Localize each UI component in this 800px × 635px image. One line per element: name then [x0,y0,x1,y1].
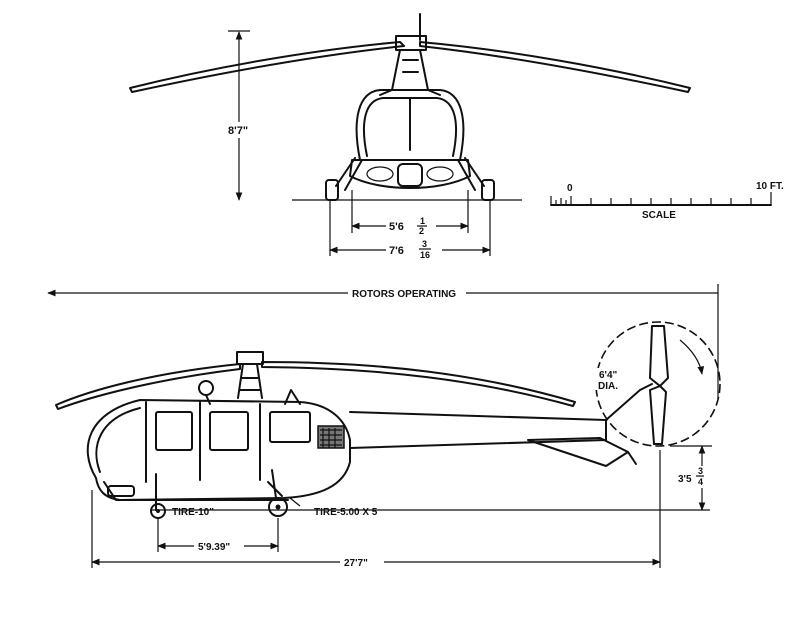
scale-end-label: 10 FT. [756,181,784,192]
front-rotor-hub [395,35,427,51]
scale-caption: SCALE [642,210,676,221]
scale-bar: 0 10 FT. SCALE [550,181,784,221]
rotors-operating-label: ROTORS OPERATING [352,289,456,300]
side-rotor-blade-aft [261,361,576,407]
tail-boom [349,411,607,449]
scale-start-label: 0 [567,183,573,194]
nose-tire-label: TIRE-10" [172,507,214,518]
height-label: 8'7" [228,125,248,137]
side-rotor-blade-fore [55,363,241,410]
front-view: 8'7" 5'6 1 2 7'6 3 16 [129,13,691,260]
main-wheel [268,497,288,517]
wheelbase-label: 5'9.39" [198,542,230,553]
engine-grille [317,425,345,449]
tail-height-label: 3'5 [678,474,692,485]
tail-height-fraction-num: 3 [698,466,703,476]
tail-height-fraction-den: 4 [698,477,703,487]
front-landing-gear [335,157,485,191]
main-tire-label: TIRE-5.00 X 5 [314,507,378,518]
outer-track-label: 7'6 [389,245,404,257]
outer-track-fraction-den: 16 [420,250,430,260]
inner-track-label: 5'6 [389,221,404,233]
main-gear-strut [267,469,283,499]
front-rotor-blade-right [419,41,691,93]
side-view: ROTORS OPERATING [47,284,721,569]
side-cabin-window-1 [155,411,193,451]
tail-rotor-blades [649,325,669,387]
inner-track-fraction-den: 2 [419,226,424,236]
front-cabin [355,89,465,161]
tail-rotor-disc [595,321,721,447]
side-rotor-hub [236,351,264,365]
tail-rotor-dia-unit: DIA. [598,381,618,392]
inner-track-fraction-num: 1 [420,216,425,226]
outer-track-fraction-num: 3 [422,239,427,249]
tail-rotor-dia-label: 6'4" [599,370,618,381]
side-cabin-window-2 [209,411,249,451]
length-label: 27'7" [344,558,368,569]
front-rotor-blade-left [129,41,405,93]
